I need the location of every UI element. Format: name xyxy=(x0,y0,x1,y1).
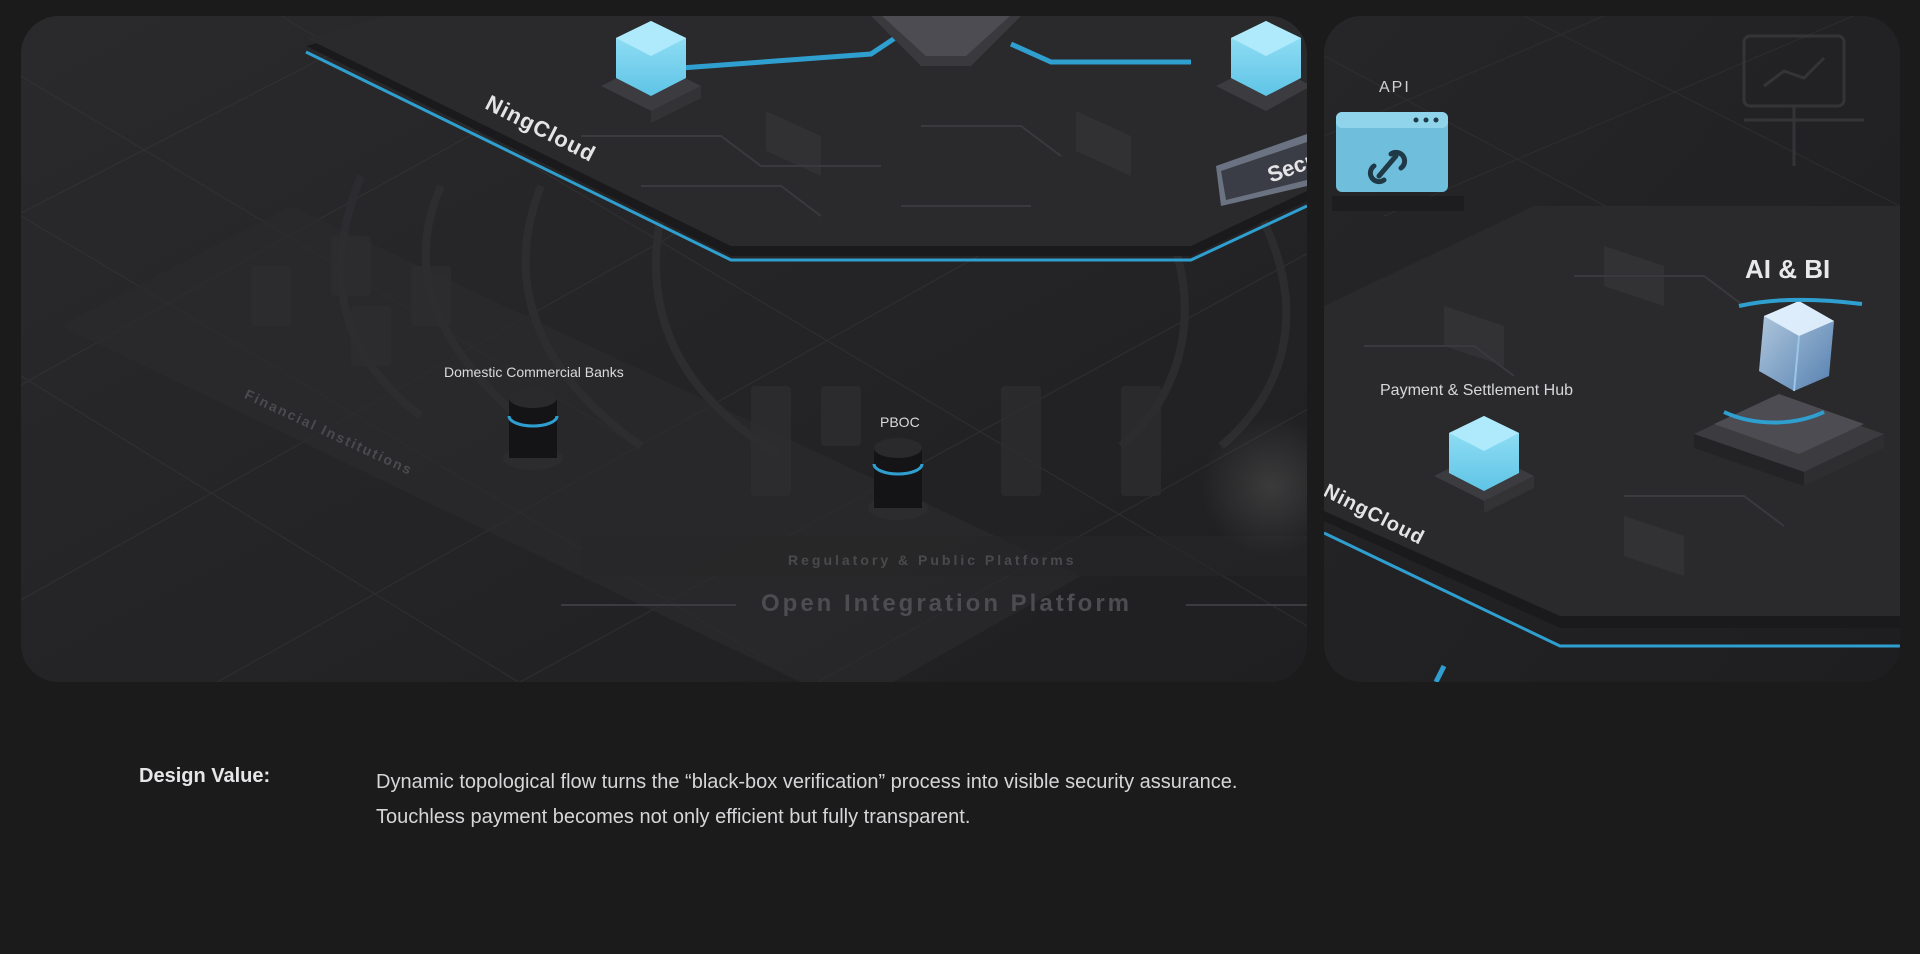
pboc-label: PBOC xyxy=(880,414,920,430)
payment-hub-label: Payment & Settlement Hub xyxy=(1380,382,1573,399)
right-illustration-panel: API AI & BI Payment & Settlement Hub Nin… xyxy=(1324,16,1900,682)
right-platform-illustration xyxy=(1324,16,1900,682)
design-value-title: Design Value: xyxy=(139,765,271,787)
regulatory-label: Regulatory & Public Platforms xyxy=(788,552,1077,568)
left-illustration-panel: NingCloud Secu Domestic Commercial Banks… xyxy=(21,16,1307,682)
design-value-description: Dynamic topological flow turns the “blac… xyxy=(376,771,1238,828)
domestic-banks-label: Domestic Commercial Banks xyxy=(444,364,624,380)
api-label: API xyxy=(1379,79,1411,96)
open-platform-label: Open Integration Platform xyxy=(761,590,1133,617)
left-platform-illustration xyxy=(21,16,1307,682)
ai-bi-label: AI & BI xyxy=(1745,254,1831,284)
